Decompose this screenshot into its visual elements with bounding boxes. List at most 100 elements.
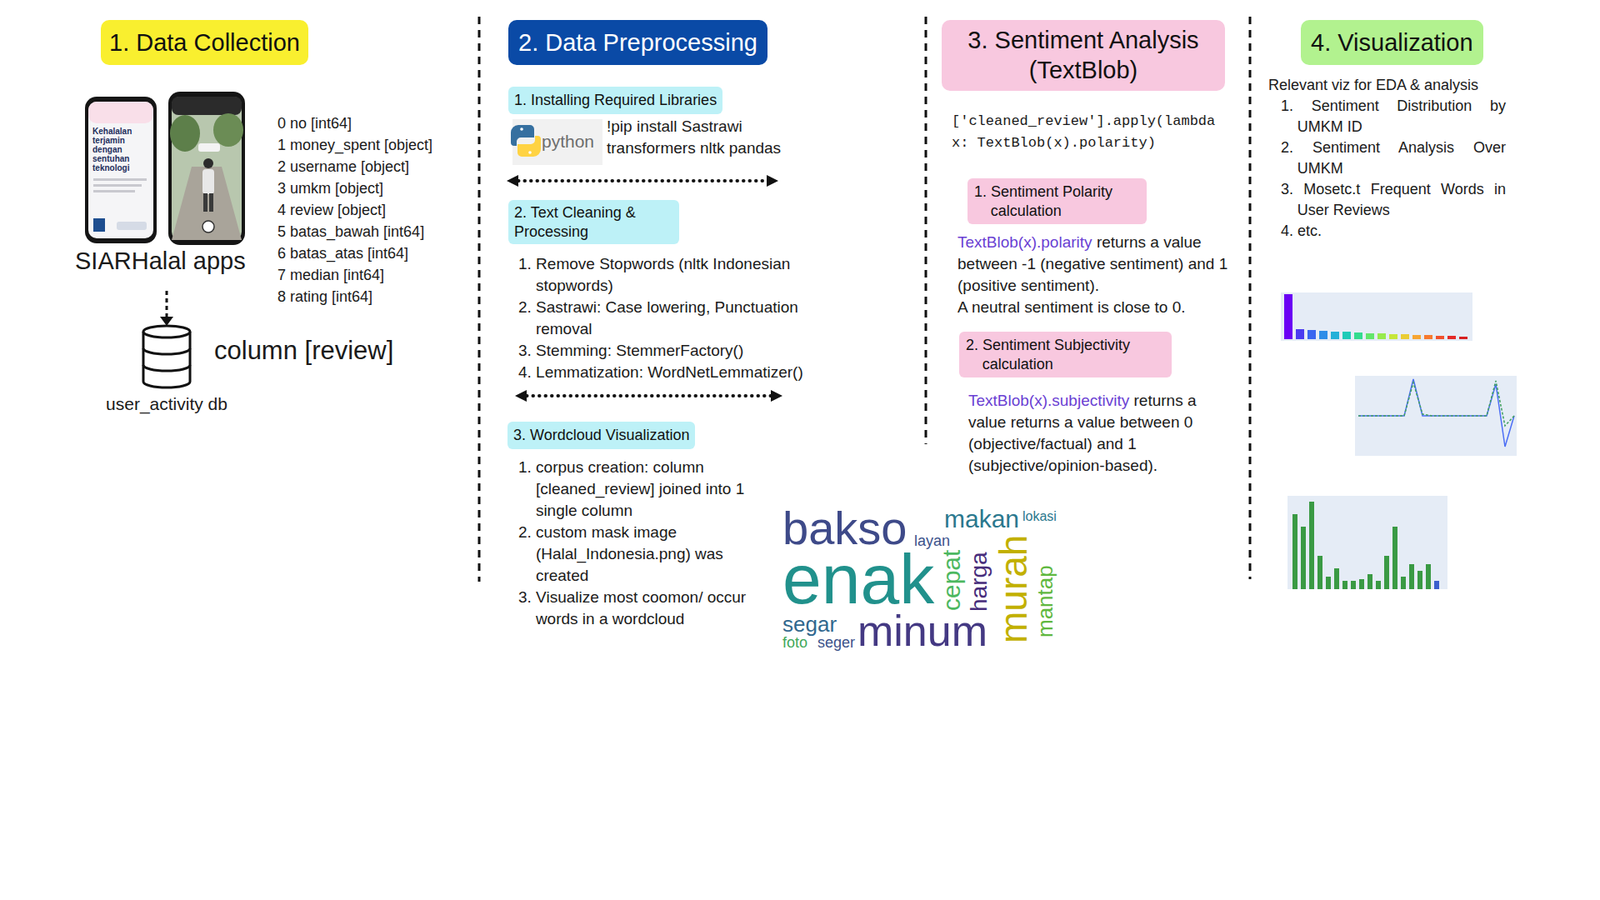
- label-text: 4 review [object]: [277, 201, 386, 219]
- text-line: 1 money_spent [object]: [277, 134, 474, 156]
- text-line: 3. Mosetc.t Frequent Words in User Revie…: [1280, 179, 1506, 221]
- label-text: 6 batas_atas [int64]: [277, 245, 409, 262]
- text-line: 2. Sentiment Analysis Over UMKM: [1280, 137, 1506, 180]
- label-text: !pip install Sastrawi transformers nltk …: [606, 117, 781, 157]
- step-list: 1. Remove Stopwords (nltk Indonesian sto…: [518, 253, 810, 384]
- label-text: user_activity db: [105, 394, 228, 414]
- text-line: 2. Sastrawi: Case lowering, Punctuation …: [518, 296, 810, 340]
- step-pill: 2. Text Cleaning & Processing: [508, 200, 680, 245]
- text-line: 7 median [int64]: [277, 264, 474, 286]
- cloud-word: segar: [782, 613, 837, 635]
- header-text: 4. Visualization: [1310, 27, 1474, 58]
- text-line: 3. Stemming: StemmerFactory(): [518, 340, 810, 362]
- cloud-word: cepat: [939, 550, 965, 611]
- cloud-word: mantap: [1034, 565, 1056, 638]
- cloud-word: makan: [944, 506, 1020, 532]
- step-text: 2. Sentiment Subjectivity calculation: [965, 335, 1165, 374]
- text-line: 6 batas_atas [int64]: [277, 242, 474, 265]
- python-logo: [510, 119, 603, 165]
- label-text: 3 umkm [object]: [277, 180, 384, 197]
- database-icon: [143, 325, 190, 388]
- label-text: python: [541, 131, 595, 151]
- section-header: 1. Data Collection: [100, 20, 309, 65]
- label-text: Relevant viz for EDA & analysis: [1268, 76, 1479, 94]
- description-text: TextBlob(x).subjectivityreturns a value …: [968, 390, 1219, 477]
- cloud-word: harga: [967, 551, 991, 612]
- label-text: 3. Mosetc.t Frequent Words in User Revie…: [1280, 180, 1506, 219]
- label-text: 2 username [object]: [277, 158, 410, 175]
- description-text: TextBlob(x).polarityreturns a value betw…: [957, 231, 1237, 319]
- text-line: Kehalalan terjamin dengan sentuhan tekno…: [92, 126, 145, 173]
- code-text: ['cleaned_review'].apply(lambda x: TextB…: [951, 110, 1240, 155]
- text-line: 0 no [int64]: [277, 112, 474, 135]
- label-text: 2. custom mask image (Halal_Indonesia.pn…: [518, 523, 724, 585]
- label-text: 1 money_spent [object]: [277, 136, 433, 154]
- logo-text: python: [541, 130, 602, 152]
- label-text: 1. corpus creation: column [cleaned_revi…: [518, 458, 745, 520]
- label-text: 4. etc.: [1280, 222, 1322, 240]
- label-text: 7 median [int64]: [277, 266, 385, 284]
- step-pill: 1. Installing Required Libraries: [508, 86, 723, 115]
- text-line: 3. Visualize most coomon/ occur words in…: [518, 586, 765, 630]
- header-text: 3. Sentiment Analysis (TextBlob): [950, 25, 1217, 86]
- screen-text: Kehalalan terjamin dengan sentuhan tekno…: [92, 126, 145, 173]
- text-line: Relevant viz for EDA & analysis: [1268, 75, 1506, 96]
- label-text: TextBlob(x).polarity: [957, 233, 1093, 251]
- step-pill: 1. Sentiment Polarity calculation: [967, 178, 1147, 225]
- text-line: 8 rating [int64]: [277, 285, 474, 308]
- label-text: 3. Visualize most coomon/ occur words in…: [518, 588, 746, 628]
- column-list: 0 no [int64] 1 money_spent [object] 2 user…: [277, 112, 474, 308]
- label-text: ['cleaned_review'].apply(lambda x: TextB…: [951, 113, 1215, 151]
- text-line: 1. Remove Stopwords (nltk Indonesian sto…: [518, 253, 810, 297]
- label-text: TextBlob(x).subjectivity: [968, 391, 1130, 410]
- label-text: 4. Lemmatization: WordNetLemmatizer(): [518, 363, 804, 381]
- section-header: 4. Visualization: [1300, 20, 1484, 65]
- line-chart-thumbnail: [1341, 367, 1523, 468]
- label-text: 0 no [int64]: [277, 115, 352, 132]
- label-text: 5 batas_bawah [int64]: [277, 223, 425, 240]
- header-text: 2. Data Preprocessing: [518, 27, 758, 58]
- step-pill: 2. Sentiment Subjectivity calculation: [959, 331, 1172, 378]
- text-line: 1. corpus creation: column [cleaned_revi…: [518, 456, 765, 522]
- word-cloud: baksolayanmakanlokasienakcepathargamurah…: [780, 505, 1058, 655]
- text-line: 2 username [object]: [277, 155, 474, 178]
- text-line: 1. Sentiment Distribution by UMKM ID: [1280, 95, 1506, 138]
- text-line: column [review]: [214, 335, 448, 366]
- text-line: TextBlob(x).polarityreturns a value betw…: [957, 231, 1237, 297]
- text-line: 2. custom mask image (Halal_Indonesia.pn…: [518, 521, 765, 587]
- column-label: column [review]: [214, 335, 448, 366]
- step-text: 1. Sentiment Polarity calculation: [974, 182, 1140, 220]
- cloud-word: enak: [782, 548, 935, 612]
- label-text: 1. Sentiment Distribution by UMKM ID: [1280, 97, 1506, 135]
- text-line: A neutral sentiment is close to 0.: [957, 296, 1237, 319]
- cloud-word: minum: [857, 611, 988, 651]
- label-text: Kehalalan terjamin dengan sentuhan tekno…: [92, 126, 132, 173]
- step-text: 3. Wordcloud Visualization: [513, 425, 690, 445]
- section-header: 2. Data Preprocessing: [508, 20, 768, 65]
- step-pill: 3. Wordcloud Visualization: [507, 421, 695, 450]
- label-text: column [review]: [214, 335, 394, 365]
- bar-chart-thumbnail: [1272, 285, 1478, 352]
- text-line: SIARHalal apps: [75, 246, 267, 276]
- step-list: 1. corpus creation: column [cleaned_revi…: [518, 456, 765, 630]
- column-separators: [479, 16, 1250, 582]
- text-line: 3 umkm [object]: [277, 177, 474, 200]
- phone-illustration: [85, 91, 245, 245]
- label-text: 1. Remove Stopwords (nltk Indonesian sto…: [518, 255, 790, 295]
- cloud-word: layan: [914, 533, 950, 549]
- bar-chart-thumbnail: [1277, 487, 1451, 600]
- text-line: 4 review [object]: [277, 199, 474, 221]
- text-line: 5 batas_bawah [int64]: [277, 220, 474, 243]
- text-line: 4. Lemmatization: WordNetLemmatizer(): [518, 361, 810, 384]
- text-line: !pip install Sastrawi transformers nltk …: [606, 115, 807, 160]
- viz-list: Relevant viz for EDA & analysis 1. Sentim…: [1268, 75, 1506, 242]
- cloud-word: foto: [782, 635, 808, 650]
- cloud-word: bakso: [782, 505, 907, 552]
- text-line: TextBlob(x).subjectivityreturns a value …: [968, 390, 1219, 477]
- label-text: SIARHalal apps: [75, 247, 246, 275]
- label-text: 8 rating [int64]: [277, 288, 373, 305]
- cloud-word: lokasi: [1022, 510, 1057, 524]
